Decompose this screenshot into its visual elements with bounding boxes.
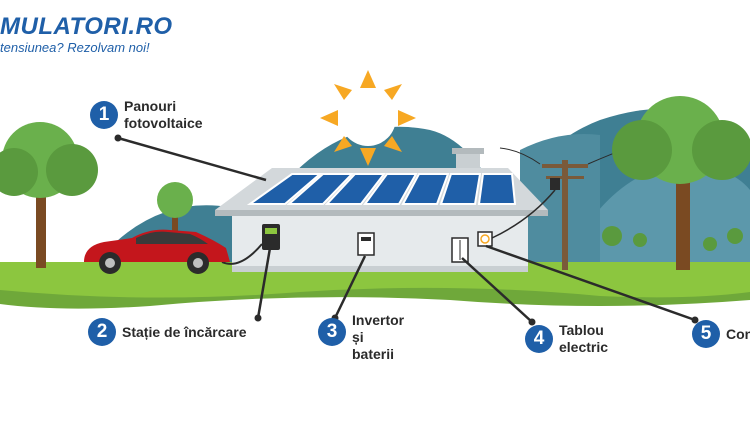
label-meter: 5 Con <box>692 320 750 348</box>
badge-4: 4 <box>525 325 553 353</box>
inverter <box>357 232 375 256</box>
leader-lines <box>117 136 696 323</box>
tree-small <box>157 182 193 236</box>
tree-right <box>612 96 750 270</box>
badge-2: 2 <box>88 318 116 346</box>
tree-right-small <box>602 226 743 251</box>
tree-left <box>0 122 98 268</box>
label-electric-panel: 4 Tablou electric <box>525 322 608 356</box>
solar-panels <box>246 173 517 205</box>
brand-name: MULATORI.RO <box>0 13 173 40</box>
brand-tagline: tensiunea? Rezolvam noi! <box>0 40 150 55</box>
label-charging-station: 2 Stație de încărcare <box>88 318 247 346</box>
sun-icon <box>320 70 416 166</box>
label-inverter: 3 Invertor și baterii <box>318 312 404 363</box>
ground-shadow <box>0 287 750 309</box>
badge-3: 3 <box>318 318 346 346</box>
label-text-1: Panouri fotovoltaice <box>124 98 203 131</box>
label-text-3: Invertor și baterii <box>352 312 405 362</box>
label-solar-panels: 1 Panouri fotovoltaice <box>90 98 203 132</box>
charging-station <box>262 224 280 250</box>
label-text-5: Con <box>726 325 750 342</box>
label-text-4: Tablou electric <box>559 322 609 355</box>
brand: MULATORI.RO tensiunea? Rezolvam noi! <box>0 13 173 56</box>
badge-5: 5 <box>692 320 720 348</box>
label-text-2: Stație de încărcare <box>122 323 247 340</box>
car <box>84 229 230 274</box>
badge-1: 1 <box>90 101 118 129</box>
meter <box>477 231 493 247</box>
